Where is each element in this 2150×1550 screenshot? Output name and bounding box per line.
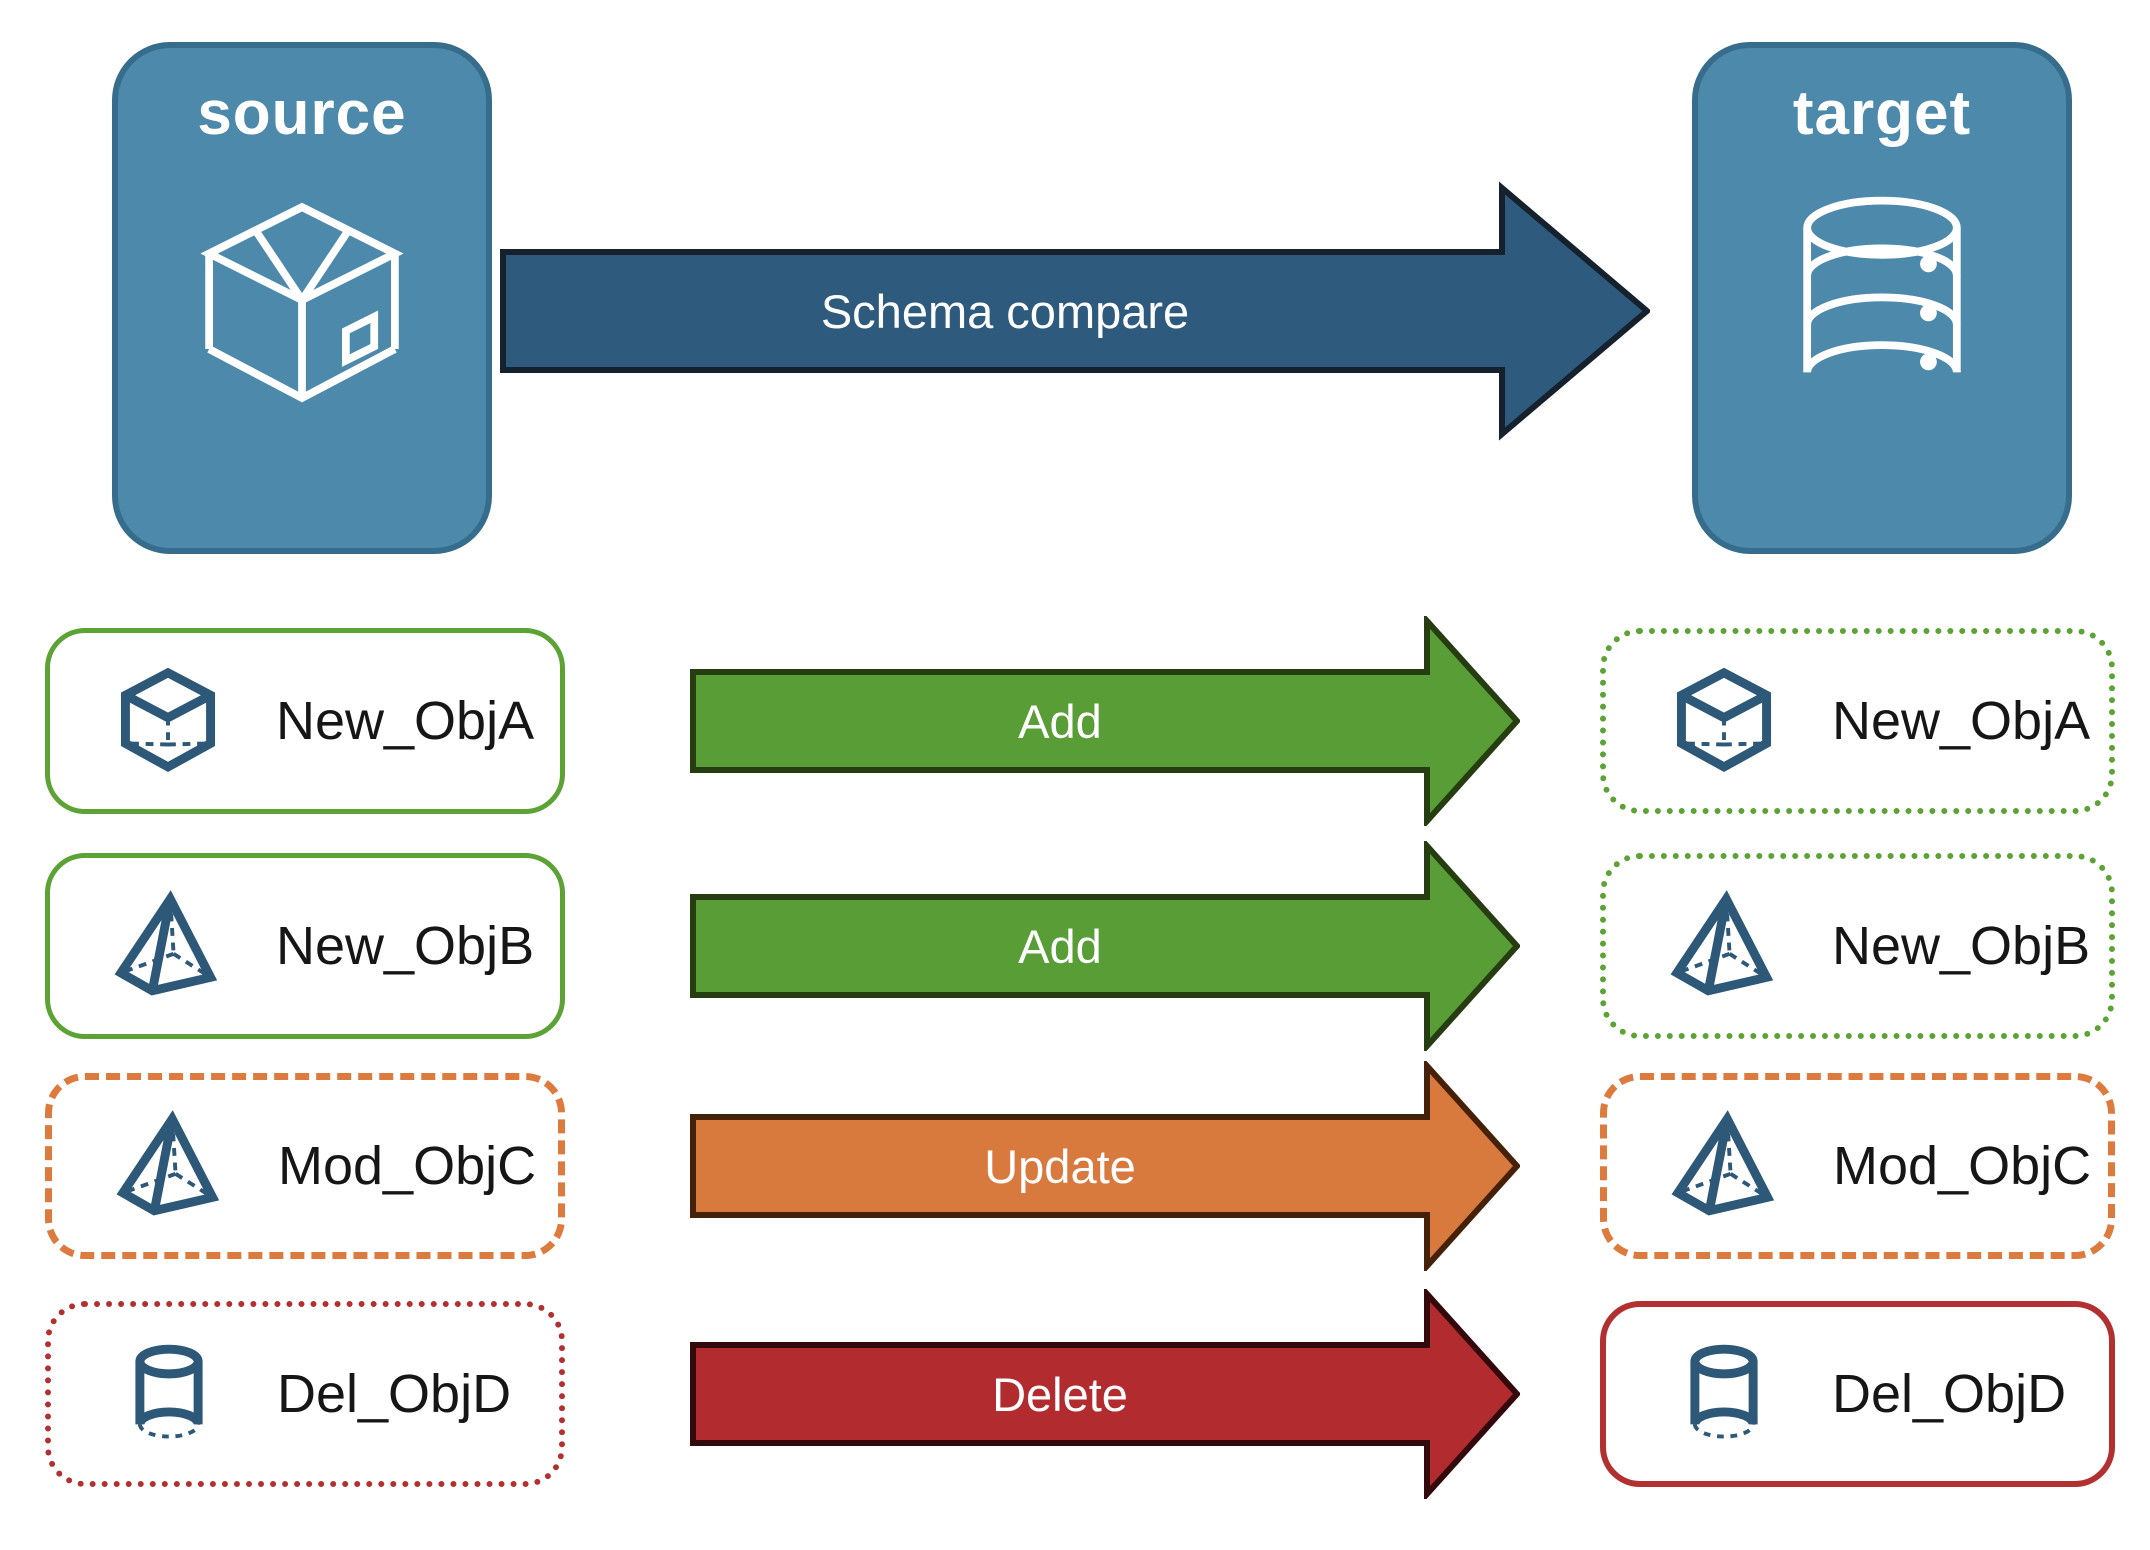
update-arrow-shape <box>690 1061 1520 1271</box>
delete-arrow <box>690 1289 1520 1499</box>
schema-compare-arrow-shape <box>500 181 1650 441</box>
delete-arrow-shape <box>690 1289 1520 1499</box>
package-icon <box>173 171 431 429</box>
add-arrow-label: Add <box>1018 694 1102 748</box>
object-card-target: Mod_ObjC <box>1600 1073 2115 1259</box>
object-label: Del_ObjD <box>277 1364 512 1424</box>
source-node-label: source <box>197 79 407 148</box>
object-label: Mod_ObjC <box>1833 1136 2092 1196</box>
add-arrow <box>690 616 1520 826</box>
row-new-obja: New_ObjA Add New_ObjA <box>0 616 2150 826</box>
schema-compare-arrow <box>500 181 1650 441</box>
object-card-source: Del_ObjD <box>45 1301 565 1487</box>
object-label: New_ObjB <box>276 916 535 976</box>
object-label: New_ObjB <box>1832 916 2091 976</box>
source-node: source <box>112 42 492 554</box>
add-arrow-shape <box>690 616 1520 826</box>
add-arrow <box>690 841 1520 1051</box>
schema-compare-label: Schema compare <box>820 284 1190 338</box>
object-card-target: New_ObjA <box>1600 628 2115 814</box>
row-new-objb: New_ObjB Add New_ObjB <box>0 841 2150 1051</box>
delete-arrow-label: Delete <box>992 1367 1128 1421</box>
pyramid-icon <box>1668 890 1780 1002</box>
cylinder-icon <box>1668 1338 1780 1450</box>
add-arrow-label: Add <box>1018 919 1102 973</box>
add-arrow-shape <box>690 841 1520 1051</box>
object-card-source: Mod_ObjC <box>45 1073 565 1259</box>
update-arrow <box>690 1061 1520 1271</box>
update-arrow-label: Update <box>984 1139 1136 1193</box>
cube-icon <box>1668 665 1780 777</box>
object-label: Mod_ObjC <box>278 1136 537 1196</box>
cylinder-icon <box>113 1338 225 1450</box>
row-del-objd: Del_ObjD Delete Del_ObjD <box>0 1289 2150 1499</box>
pyramid-icon <box>112 890 224 1002</box>
object-label: New_ObjA <box>1832 691 2091 751</box>
row-mod-objc: Mod_ObjC Update Mod_ObjC <box>0 1061 2150 1271</box>
pyramid-icon <box>1669 1110 1781 1222</box>
target-node-label: target <box>1792 79 1972 148</box>
object-card-target: Del_ObjD <box>1600 1301 2115 1487</box>
pyramid-icon <box>114 1110 226 1222</box>
object-label: Del_ObjD <box>1832 1364 2067 1424</box>
object-card-source: New_ObjA <box>45 628 565 814</box>
cube-icon <box>112 665 224 777</box>
database-icon <box>1753 171 2011 429</box>
object-label: New_ObjA <box>276 691 535 751</box>
object-card-source: New_ObjB <box>45 853 565 1039</box>
object-card-target: New_ObjB <box>1600 853 2115 1039</box>
target-node: target <box>1692 42 2072 554</box>
